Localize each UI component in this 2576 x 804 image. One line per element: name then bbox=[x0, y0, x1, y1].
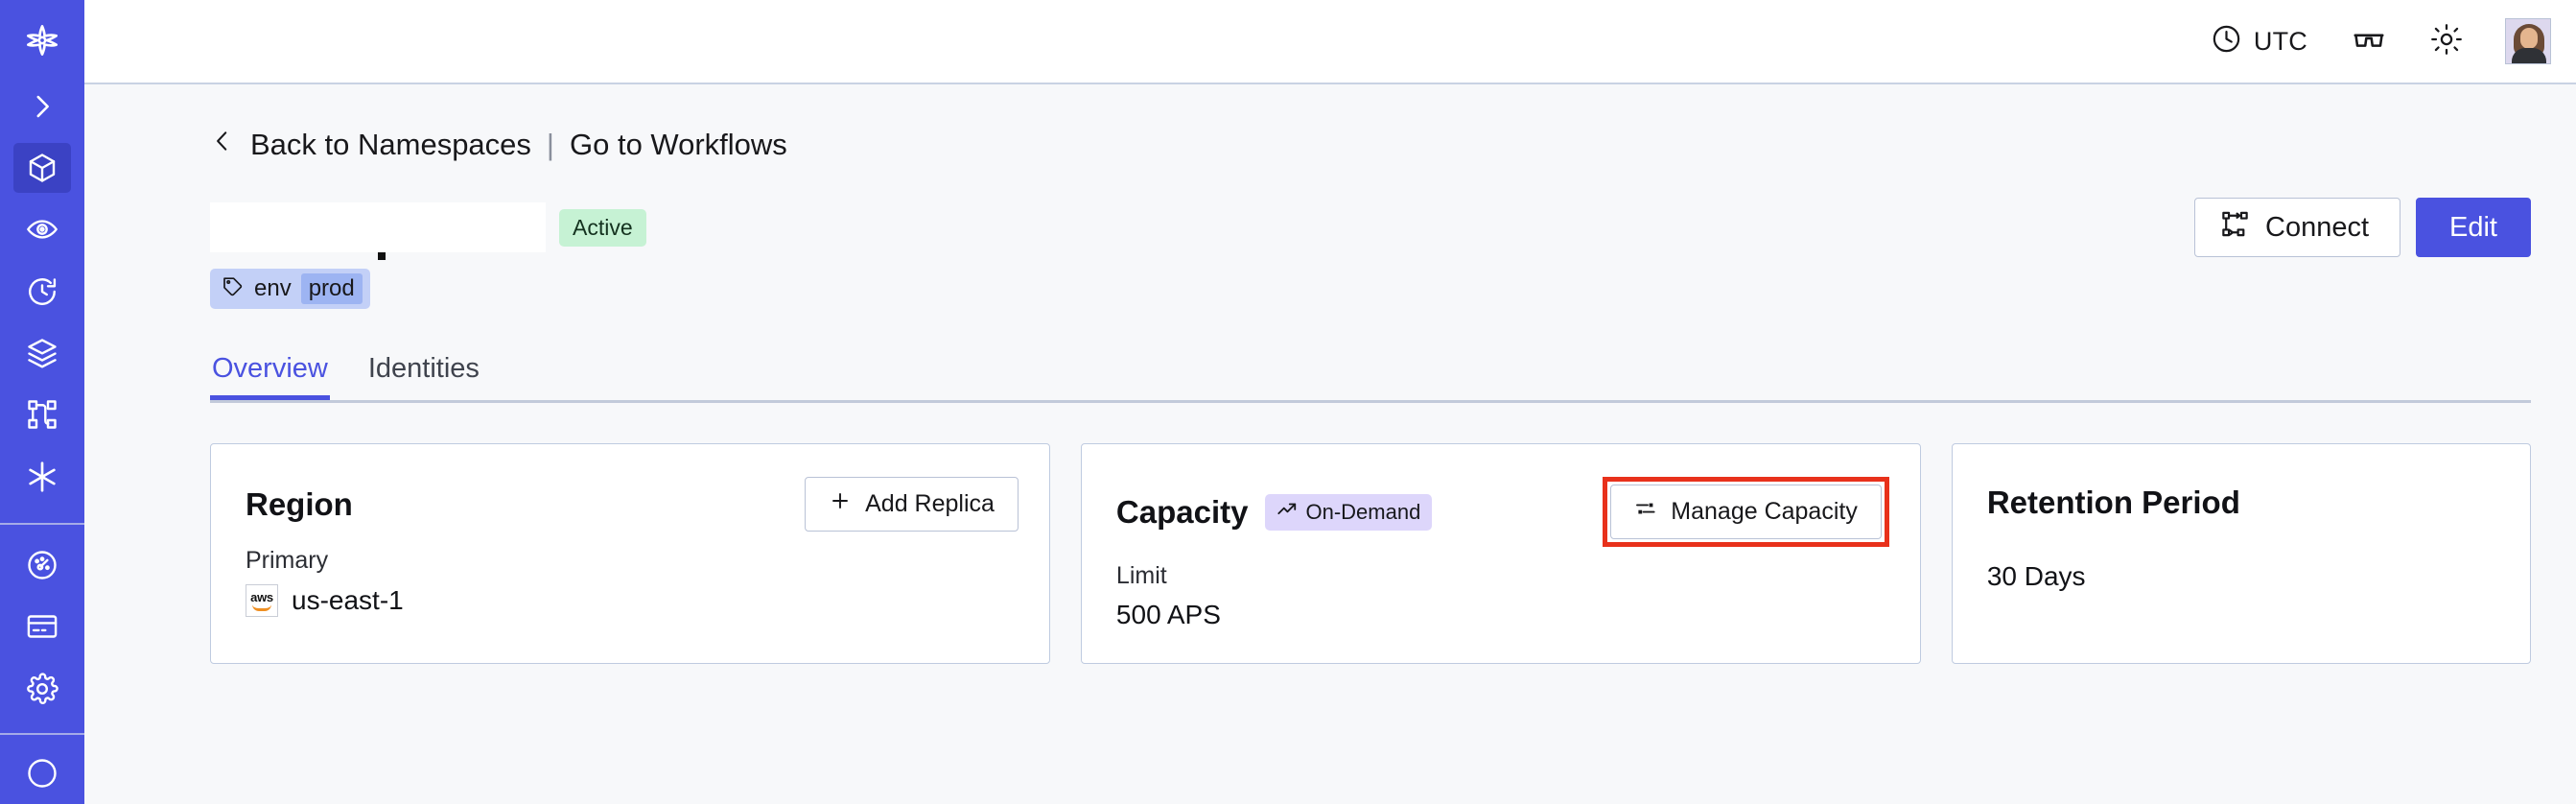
content-area: Back to Namespaces | Go to Workflows Act… bbox=[84, 84, 2576, 804]
timezone-selector[interactable]: UTC bbox=[2211, 23, 2307, 59]
main-sidebar bbox=[0, 0, 84, 804]
connect-button-label: Connect bbox=[2265, 211, 2370, 243]
sidebar-item-nexus[interactable] bbox=[13, 452, 71, 502]
add-replica-label: Add Replica bbox=[865, 490, 995, 517]
theme-toggle-button[interactable] bbox=[2430, 23, 2463, 60]
sidebar-item-settings[interactable] bbox=[13, 664, 71, 714]
tab-identities[interactable]: Identities bbox=[367, 353, 480, 384]
connect-button[interactable]: Connect bbox=[2194, 198, 2401, 257]
region-card-title: Region bbox=[246, 485, 353, 522]
retention-card-header: Retention Period bbox=[1987, 477, 2499, 529]
capacity-card-title: Capacity bbox=[1115, 493, 1249, 530]
breadcrumb-workflows-link[interactable]: Go to Workflows bbox=[569, 128, 787, 161]
sidebar-item-help[interactable] bbox=[13, 748, 71, 798]
tag-value: prod bbox=[300, 273, 363, 304]
timezone-label: UTC bbox=[2253, 26, 2307, 56]
main-region: UTC bbox=[84, 0, 2576, 804]
tab-overview[interactable]: Overview bbox=[210, 347, 330, 400]
header-actions: Connect Edit bbox=[2194, 198, 2531, 257]
chevron-left-icon[interactable] bbox=[210, 125, 235, 165]
sun-icon bbox=[2430, 23, 2463, 60]
namespace-header: Active bbox=[210, 198, 2531, 260]
title-dot bbox=[378, 252, 386, 260]
namespace-tag[interactable]: env prod bbox=[210, 269, 370, 309]
sidebar-item-workflows[interactable] bbox=[13, 390, 71, 439]
manage-capacity-label: Manage Capacity bbox=[1671, 498, 1858, 525]
retention-value: 30 Days bbox=[1986, 561, 2086, 591]
retention-period-card: Retention Period 30 Days bbox=[1951, 443, 2531, 664]
avatar-body bbox=[2512, 48, 2546, 63]
tag-key: env bbox=[254, 275, 292, 301]
sliders-icon bbox=[1634, 497, 1657, 527]
brand-logo-icon[interactable] bbox=[13, 15, 71, 65]
region-value: us-east-1 bbox=[292, 585, 404, 615]
add-replica-button[interactable]: Add Replica bbox=[805, 477, 1019, 532]
manage-capacity-highlight: Manage Capacity bbox=[1603, 477, 1889, 547]
avatar-face bbox=[2520, 28, 2538, 49]
breadcrumb: Back to Namespaces | Go to Workflows bbox=[210, 125, 2531, 165]
sidebar-item-namespaces[interactable] bbox=[13, 142, 71, 194]
manage-capacity-button[interactable]: Manage Capacity bbox=[1610, 485, 1882, 539]
on-demand-badge: On-Demand bbox=[1265, 493, 1433, 531]
sidebar-item-layers[interactable] bbox=[13, 328, 71, 378]
sidebar-divider-bottom bbox=[0, 732, 84, 735]
connect-icon bbox=[2220, 209, 2250, 247]
docs-button[interactable] bbox=[2352, 22, 2386, 61]
page-title bbox=[210, 202, 546, 260]
edit-button-label: Edit bbox=[2449, 211, 2497, 243]
avatar[interactable] bbox=[2505, 18, 2551, 64]
region-card: Region Add Replica bbox=[210, 443, 1050, 664]
sidebar-item-billing[interactable] bbox=[13, 602, 71, 651]
clock-icon bbox=[2211, 23, 2242, 59]
sidebar-item-history[interactable] bbox=[13, 267, 71, 317]
sidebar-item-usage[interactable] bbox=[13, 540, 71, 590]
top-bar: UTC bbox=[84, 0, 2576, 84]
trending-up-icon bbox=[1276, 499, 1298, 526]
region-value-row: aws us-east-1 bbox=[246, 584, 1019, 617]
tab-bar: Overview Identities bbox=[210, 347, 2531, 403]
overview-cards: Region Add Replica bbox=[210, 443, 2531, 664]
retention-card-title: Retention Period bbox=[1986, 485, 2240, 520]
tag-icon bbox=[222, 274, 245, 304]
sidebar-expand-button[interactable] bbox=[13, 81, 71, 130]
sidebar-divider-top bbox=[0, 523, 84, 525]
sidebar-item-observability[interactable] bbox=[13, 204, 71, 254]
capacity-limit-label: Limit bbox=[1115, 562, 1167, 589]
glasses-icon bbox=[2352, 22, 2386, 61]
capacity-card: Capacity On-Demand bbox=[1080, 443, 1921, 664]
on-demand-badge-label: On-Demand bbox=[1305, 499, 1421, 524]
breadcrumb-separator: | bbox=[546, 128, 554, 161]
region-primary-label: Primary bbox=[246, 547, 329, 574]
tag-list: env prod bbox=[210, 269, 2531, 309]
breadcrumb-back-link[interactable]: Back to Namespaces bbox=[250, 128, 531, 161]
aws-logo-icon: aws bbox=[246, 584, 278, 617]
region-card-header: Region Add Replica bbox=[246, 477, 1019, 532]
plus-icon bbox=[829, 489, 852, 519]
capacity-card-header: Capacity On-Demand bbox=[1116, 477, 1889, 547]
edit-button[interactable]: Edit bbox=[2416, 198, 2531, 257]
status-badge: Active bbox=[559, 208, 646, 247]
capacity-limit-value: 500 APS bbox=[1115, 600, 1221, 629]
